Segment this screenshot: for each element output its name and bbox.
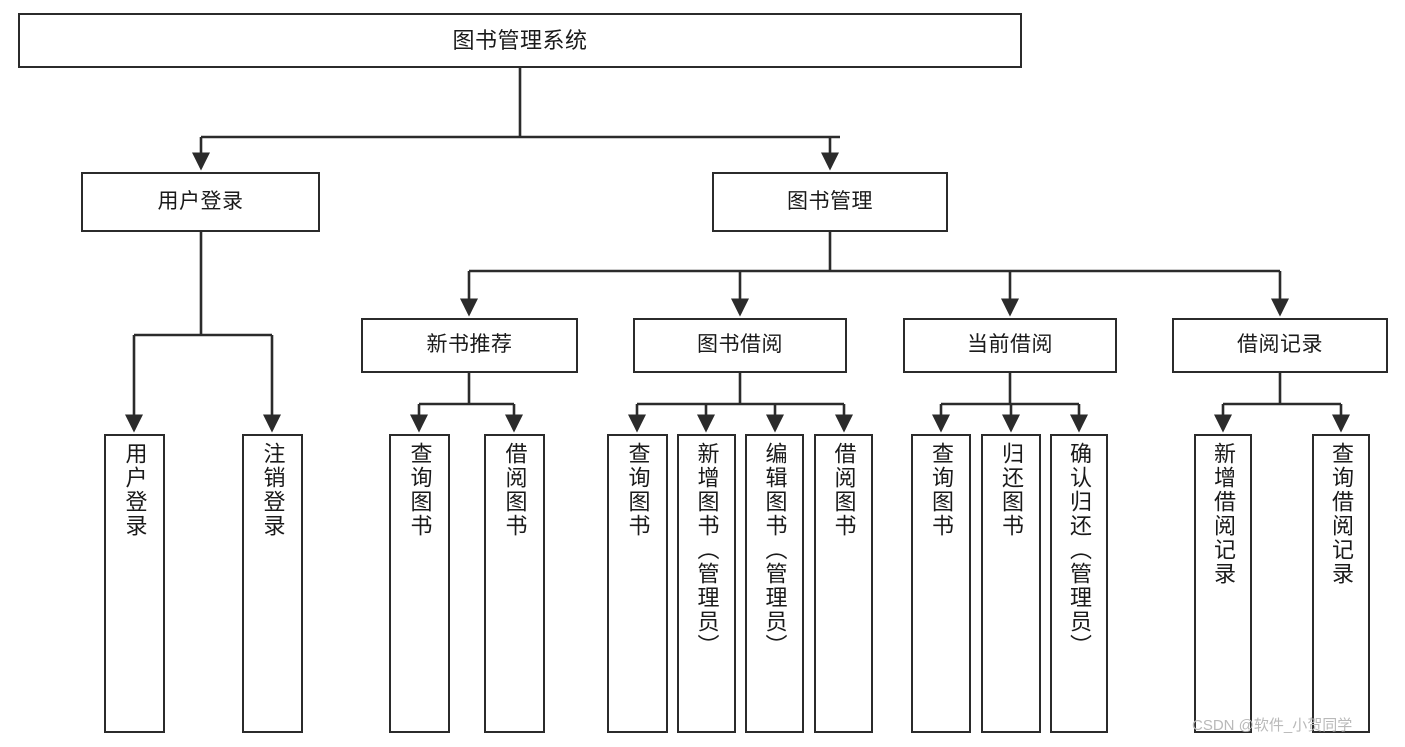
node-leaf-query-book-2[interactable]: 查询图书 xyxy=(607,434,668,733)
node-root[interactable]: 图书管理系统 xyxy=(18,13,1022,68)
node-leaf-query-book-3[interactable]: 查询图书 xyxy=(911,434,971,733)
node-leaf-borrow-book-2[interactable]: 借阅图书 xyxy=(814,434,873,733)
node-leaf-query-record[interactable]: 查询借阅记录 xyxy=(1312,434,1370,733)
node-leaf-logout[interactable]: 注销登录 xyxy=(242,434,303,733)
node-new-book-recommend[interactable]: 新书推荐 xyxy=(361,318,578,373)
node-leaf-query-book-2-label: 查询图书 xyxy=(625,442,651,538)
node-book-manage[interactable]: 图书管理 xyxy=(712,172,948,232)
node-leaf-query-record-label: 查询借阅记录 xyxy=(1329,442,1354,586)
node-leaf-query-book-1-label: 查询图书 xyxy=(407,442,433,538)
node-leaf-borrow-book-1[interactable]: 借阅图书 xyxy=(484,434,545,733)
node-current-borrow[interactable]: 当前借阅 xyxy=(903,318,1117,373)
node-leaf-user-login-label: 用户登录 xyxy=(122,442,148,538)
node-leaf-edit-book-label: 编辑图书（管理员） xyxy=(762,442,788,658)
node-borrow-record[interactable]: 借阅记录 xyxy=(1172,318,1388,373)
node-leaf-confirm-return[interactable]: 确认归还（管理员） xyxy=(1050,434,1108,733)
node-user-login[interactable]: 用户登录 xyxy=(81,172,320,232)
node-new-book-recommend-label: 新书推荐 xyxy=(426,333,513,357)
node-leaf-confirm-return-label: 确认归还（管理员） xyxy=(1067,442,1092,658)
node-leaf-query-book-1[interactable]: 查询图书 xyxy=(389,434,450,733)
node-current-borrow-label: 当前借阅 xyxy=(967,333,1053,357)
node-book-manage-label: 图书管理 xyxy=(787,189,873,213)
node-leaf-edit-book[interactable]: 编辑图书（管理员） xyxy=(745,434,804,733)
node-leaf-user-login[interactable]: 用户登录 xyxy=(104,434,165,733)
node-leaf-logout-label: 注销登录 xyxy=(260,442,286,538)
node-leaf-add-record-label: 新增借阅记录 xyxy=(1211,442,1236,586)
node-borrow-record-label: 借阅记录 xyxy=(1237,333,1323,357)
node-leaf-add-book[interactable]: 新增图书（管理员） xyxy=(677,434,736,733)
node-leaf-query-book-3-label: 查询图书 xyxy=(929,442,954,538)
csdn-watermark: CSDN @软件_小贺同学 xyxy=(1192,717,1353,734)
node-leaf-return-book-label: 归还图书 xyxy=(999,442,1024,538)
node-book-borrow[interactable]: 图书借阅 xyxy=(633,318,847,373)
node-root-label: 图书管理系统 xyxy=(452,27,588,53)
node-leaf-return-book[interactable]: 归还图书 xyxy=(981,434,1041,733)
node-leaf-add-book-label: 新增图书（管理员） xyxy=(694,442,720,658)
node-leaf-borrow-book-2-label: 借阅图书 xyxy=(831,442,857,538)
node-leaf-add-record[interactable]: 新增借阅记录 xyxy=(1194,434,1252,733)
node-book-borrow-label: 图书借阅 xyxy=(697,333,783,357)
node-user-login-label: 用户登录 xyxy=(157,189,244,213)
node-leaf-borrow-book-1-label: 借阅图书 xyxy=(502,442,528,538)
